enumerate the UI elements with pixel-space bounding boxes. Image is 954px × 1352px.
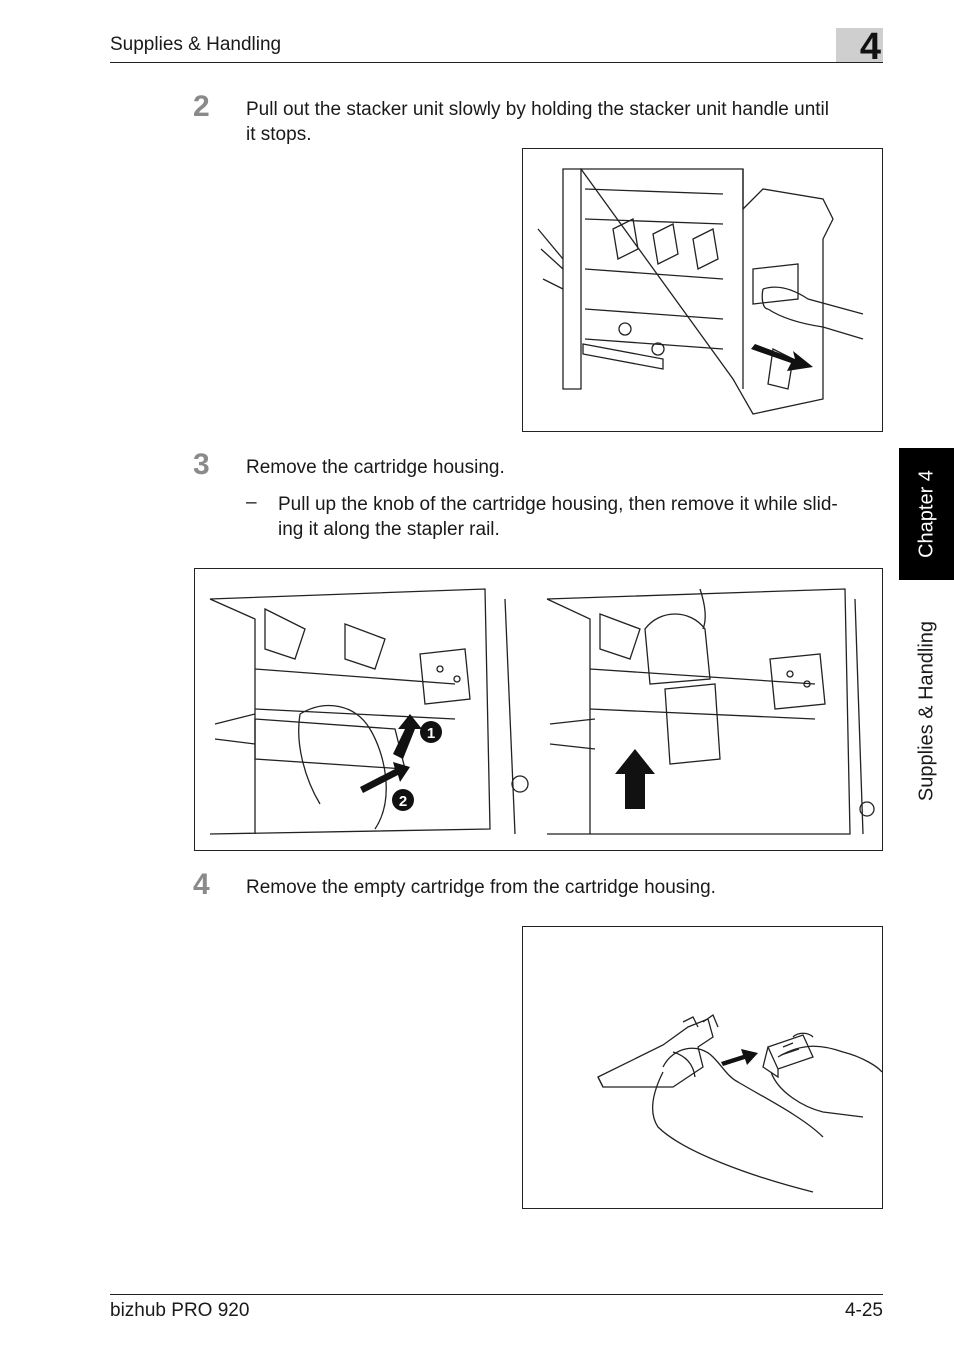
callout-number: 2: [399, 793, 407, 810]
step-number: 4: [193, 868, 210, 901]
footer-page-number: 4-25: [844, 1300, 883, 1321]
footer-rule: [110, 1294, 883, 1295]
section-side-label: Supplies & Handling: [899, 596, 954, 826]
chapter-side-tab-label: Chapter 4: [915, 470, 937, 558]
header-rule: [110, 62, 883, 63]
chapter-number: 4: [859, 26, 881, 68]
figure-stacker-unit: [522, 148, 883, 432]
figure-empty-cartridge: [522, 926, 883, 1209]
footer-product: bizhub PRO 920: [110, 1300, 250, 1321]
header-title: Supplies & Handling: [110, 34, 282, 55]
step-text: Remove the empty cartridge from the cart…: [246, 877, 716, 898]
empty-cartridge-illustration: [597, 1014, 882, 1193]
step-number: 2: [193, 90, 210, 123]
step-text: Remove the cartridge housing.: [246, 457, 505, 478]
figure-cartridge-housing: 1 2: [194, 568, 883, 851]
step-number: 3: [193, 448, 210, 481]
step-text-line: Pull out the stacker unit slowly by hold…: [246, 99, 829, 120]
chapter-side-tab: Chapter 4: [899, 448, 954, 580]
sub-step-text-line: Pull up the knob of the cartridge housin…: [278, 494, 838, 515]
section-side-label-text: Supplies & Handling: [915, 620, 937, 802]
chapter-number-box: 4: [836, 28, 883, 66]
callout-number: 1: [427, 725, 435, 742]
stacker-unit-illustration: [537, 168, 864, 415]
cartridge-housing-illustration: 1 2: [209, 588, 875, 835]
sub-step-dash: –: [246, 492, 257, 513]
sub-step-text-line: ing it along the stapler rail.: [278, 519, 500, 540]
step-text-line: it stops.: [246, 124, 312, 145]
